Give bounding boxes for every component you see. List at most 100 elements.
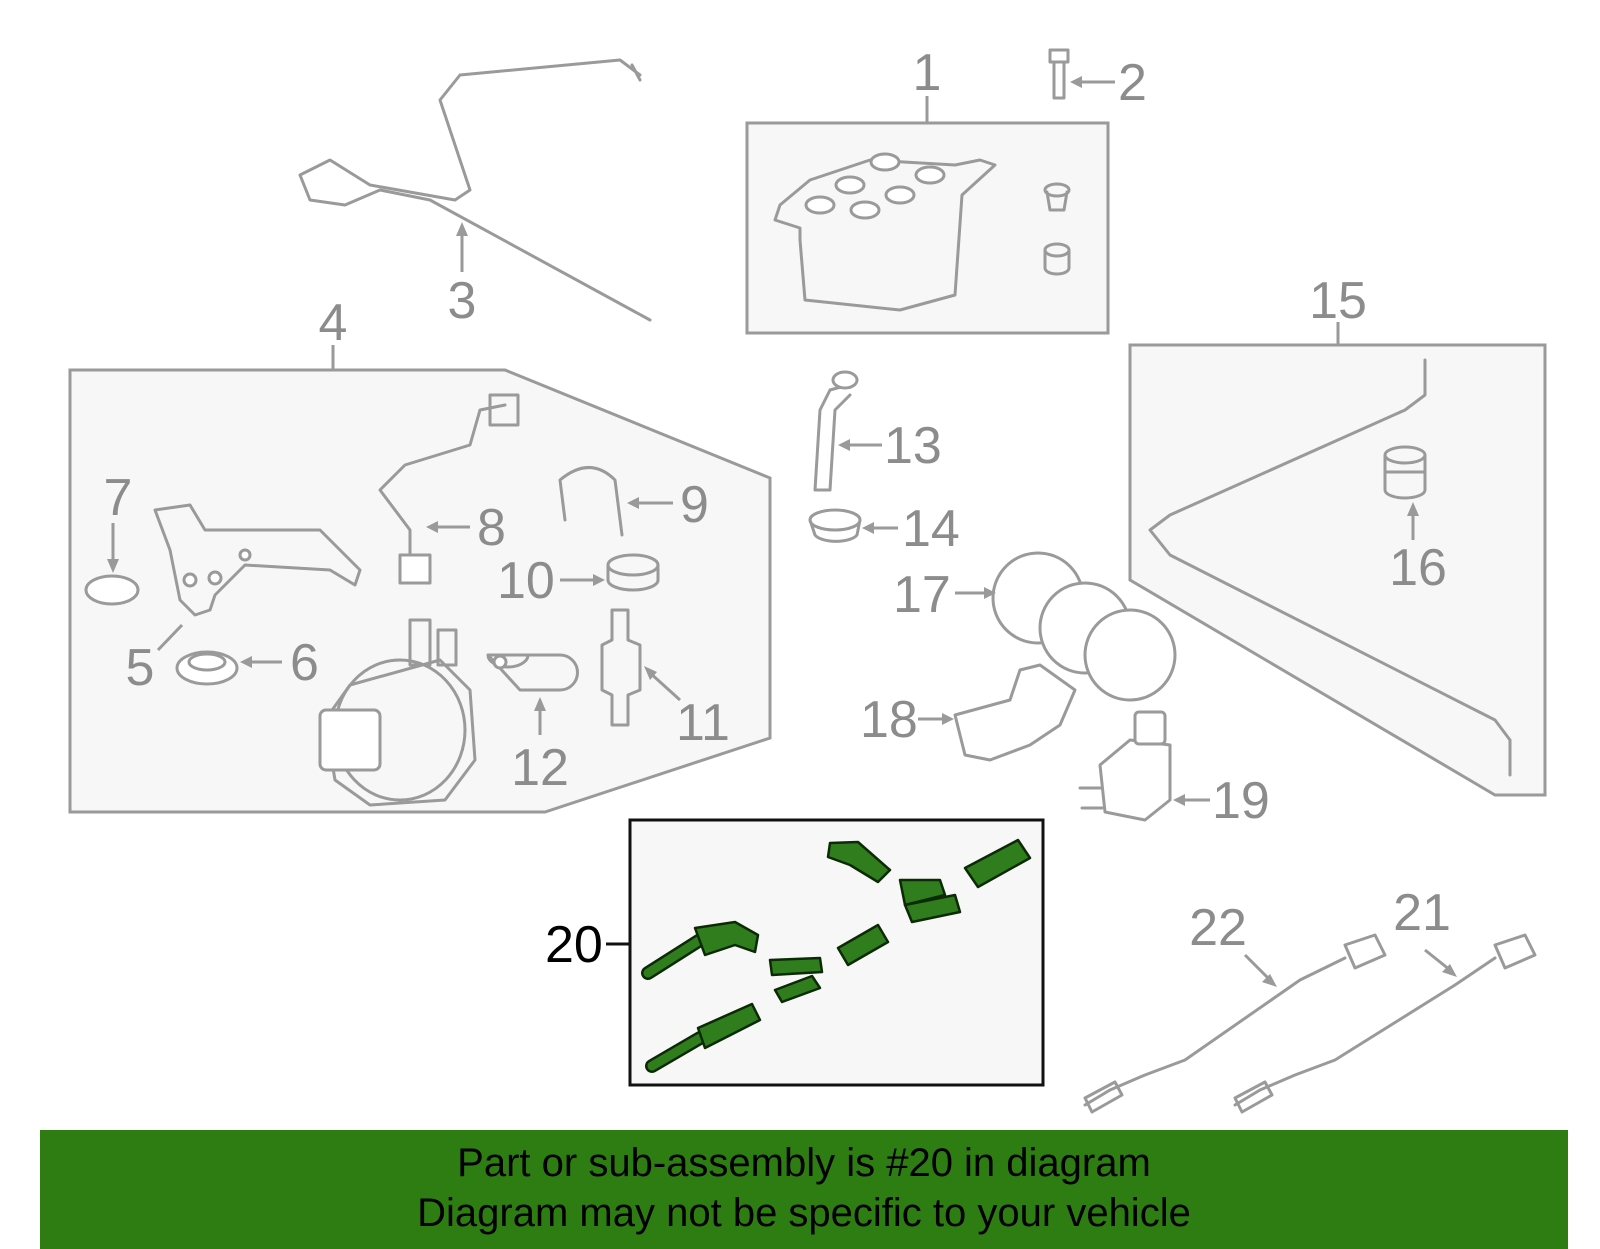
leader-line xyxy=(156,623,184,652)
tee-fitting xyxy=(768,956,824,977)
part-15-group[interactable]: 15 16 xyxy=(1128,272,1547,797)
callout-16: 16 xyxy=(1389,539,1447,597)
arrowhead-icon xyxy=(1262,974,1277,987)
hose-segment xyxy=(647,1033,705,1071)
arrowhead-icon xyxy=(1070,76,1082,88)
arrowhead-icon xyxy=(644,666,657,680)
grommet xyxy=(1383,445,1427,500)
part-2-group[interactable]: 2 xyxy=(1048,48,1147,112)
callout-3: 3 xyxy=(448,272,477,330)
part-15-box xyxy=(1128,343,1547,797)
canister-port xyxy=(834,175,866,195)
leader-line xyxy=(1424,948,1451,972)
leader-line xyxy=(1243,953,1272,982)
callout-18: 18 xyxy=(860,691,918,749)
sensor-wire xyxy=(1083,956,1347,1107)
callout-17: 17 xyxy=(893,566,951,624)
hose-sleeve xyxy=(963,838,1032,889)
hose-clip xyxy=(486,653,579,692)
short-hose xyxy=(813,383,852,492)
canister-port xyxy=(869,152,901,172)
bracket xyxy=(153,503,362,617)
check-valve xyxy=(600,608,642,727)
hose-sleeve xyxy=(826,840,892,884)
arrowhead-icon xyxy=(107,559,119,573)
part-18-group[interactable]: 18 xyxy=(860,663,1077,762)
hose-clamp xyxy=(808,508,862,543)
arrowhead-icon xyxy=(240,656,252,668)
solenoid-connector xyxy=(1133,710,1167,746)
bracket-hole xyxy=(207,570,223,586)
hose-clamp xyxy=(398,553,432,585)
straight-hose xyxy=(696,1002,762,1050)
arrowhead-icon xyxy=(456,222,468,236)
sensor-tip xyxy=(1233,1080,1274,1114)
arrowhead-icon xyxy=(534,697,546,711)
sensor-plug xyxy=(1493,933,1537,970)
pump-nozzles xyxy=(408,618,458,667)
canister-port xyxy=(804,195,836,215)
elbow-hose xyxy=(693,920,760,957)
callout-11: 11 xyxy=(676,694,730,752)
arrowhead-icon xyxy=(1173,794,1185,806)
u-hose xyxy=(558,466,624,537)
canister-port xyxy=(884,185,916,205)
arrowhead-icon xyxy=(627,497,639,509)
grommet-inner xyxy=(187,652,227,672)
arrowhead-icon xyxy=(1407,502,1419,516)
pump-hose xyxy=(378,403,507,577)
callout-6: 6 xyxy=(290,634,319,692)
canister-port xyxy=(914,165,946,185)
callout-20: 20 xyxy=(545,916,603,974)
callout-14: 14 xyxy=(902,500,960,558)
callout-2: 2 xyxy=(1118,54,1147,112)
part-1-box xyxy=(745,121,1110,335)
callout-22: 22 xyxy=(1189,899,1247,957)
tee-fitting xyxy=(898,878,947,907)
connector-fitting xyxy=(903,893,962,924)
part-4-box xyxy=(68,368,772,814)
sensor-tip xyxy=(1083,1080,1124,1114)
callout-12: 12 xyxy=(511,739,569,797)
part-19-group[interactable]: 19 xyxy=(1078,710,1270,830)
callout-19: 19 xyxy=(1212,772,1270,830)
info-banner: Part or sub-assembly is #20 in diagram D… xyxy=(40,1130,1568,1249)
sensor-plug xyxy=(1343,933,1387,970)
part-1-group[interactable]: 1 xyxy=(745,44,1110,335)
bracket-hole xyxy=(182,572,198,588)
canister-body xyxy=(773,158,997,312)
part-13-group[interactable]: 13 xyxy=(813,370,942,492)
arrowhead-icon xyxy=(1442,964,1457,977)
arrowhead-icon xyxy=(593,574,605,586)
arrowhead-icon xyxy=(426,521,438,533)
arrowhead-icon xyxy=(942,713,954,725)
callout-8: 8 xyxy=(477,499,506,557)
bracket-hole xyxy=(238,548,252,562)
grommet xyxy=(1043,242,1071,276)
callout-9: 9 xyxy=(680,476,709,534)
clamp xyxy=(606,553,660,592)
part-17-group[interactable]: 17 xyxy=(893,551,1177,702)
clip-hole xyxy=(492,654,508,670)
part-3-group[interactable]: 3 xyxy=(298,58,652,330)
bolt xyxy=(1048,48,1070,100)
part-4-group[interactable]: 4 5 7 6 8 9 xyxy=(68,294,772,814)
banner-line-2: Diagram may not be specific to your vehi… xyxy=(417,1191,1191,1235)
solenoid-ports xyxy=(1078,786,1104,810)
arrowhead-icon xyxy=(838,439,850,451)
pump-connector xyxy=(318,708,382,772)
solenoid-valve xyxy=(1098,738,1172,822)
hose-sleeve xyxy=(836,923,890,967)
callout-10: 10 xyxy=(497,552,555,610)
part-20-group[interactable]: 20 xyxy=(545,818,1045,1087)
part-14-group[interactable]: 14 xyxy=(808,500,960,558)
cap xyxy=(84,574,140,606)
hose-end xyxy=(831,370,859,390)
callout-21: 21 xyxy=(1393,884,1451,942)
part-21-group[interactable]: 21 xyxy=(1233,884,1537,1114)
part-22-group[interactable]: 22 xyxy=(1083,899,1387,1114)
banner-line-1: Part or sub-assembly is #20 in diagram xyxy=(457,1141,1151,1185)
hose-fitting xyxy=(488,393,520,427)
leader-line xyxy=(647,670,682,702)
